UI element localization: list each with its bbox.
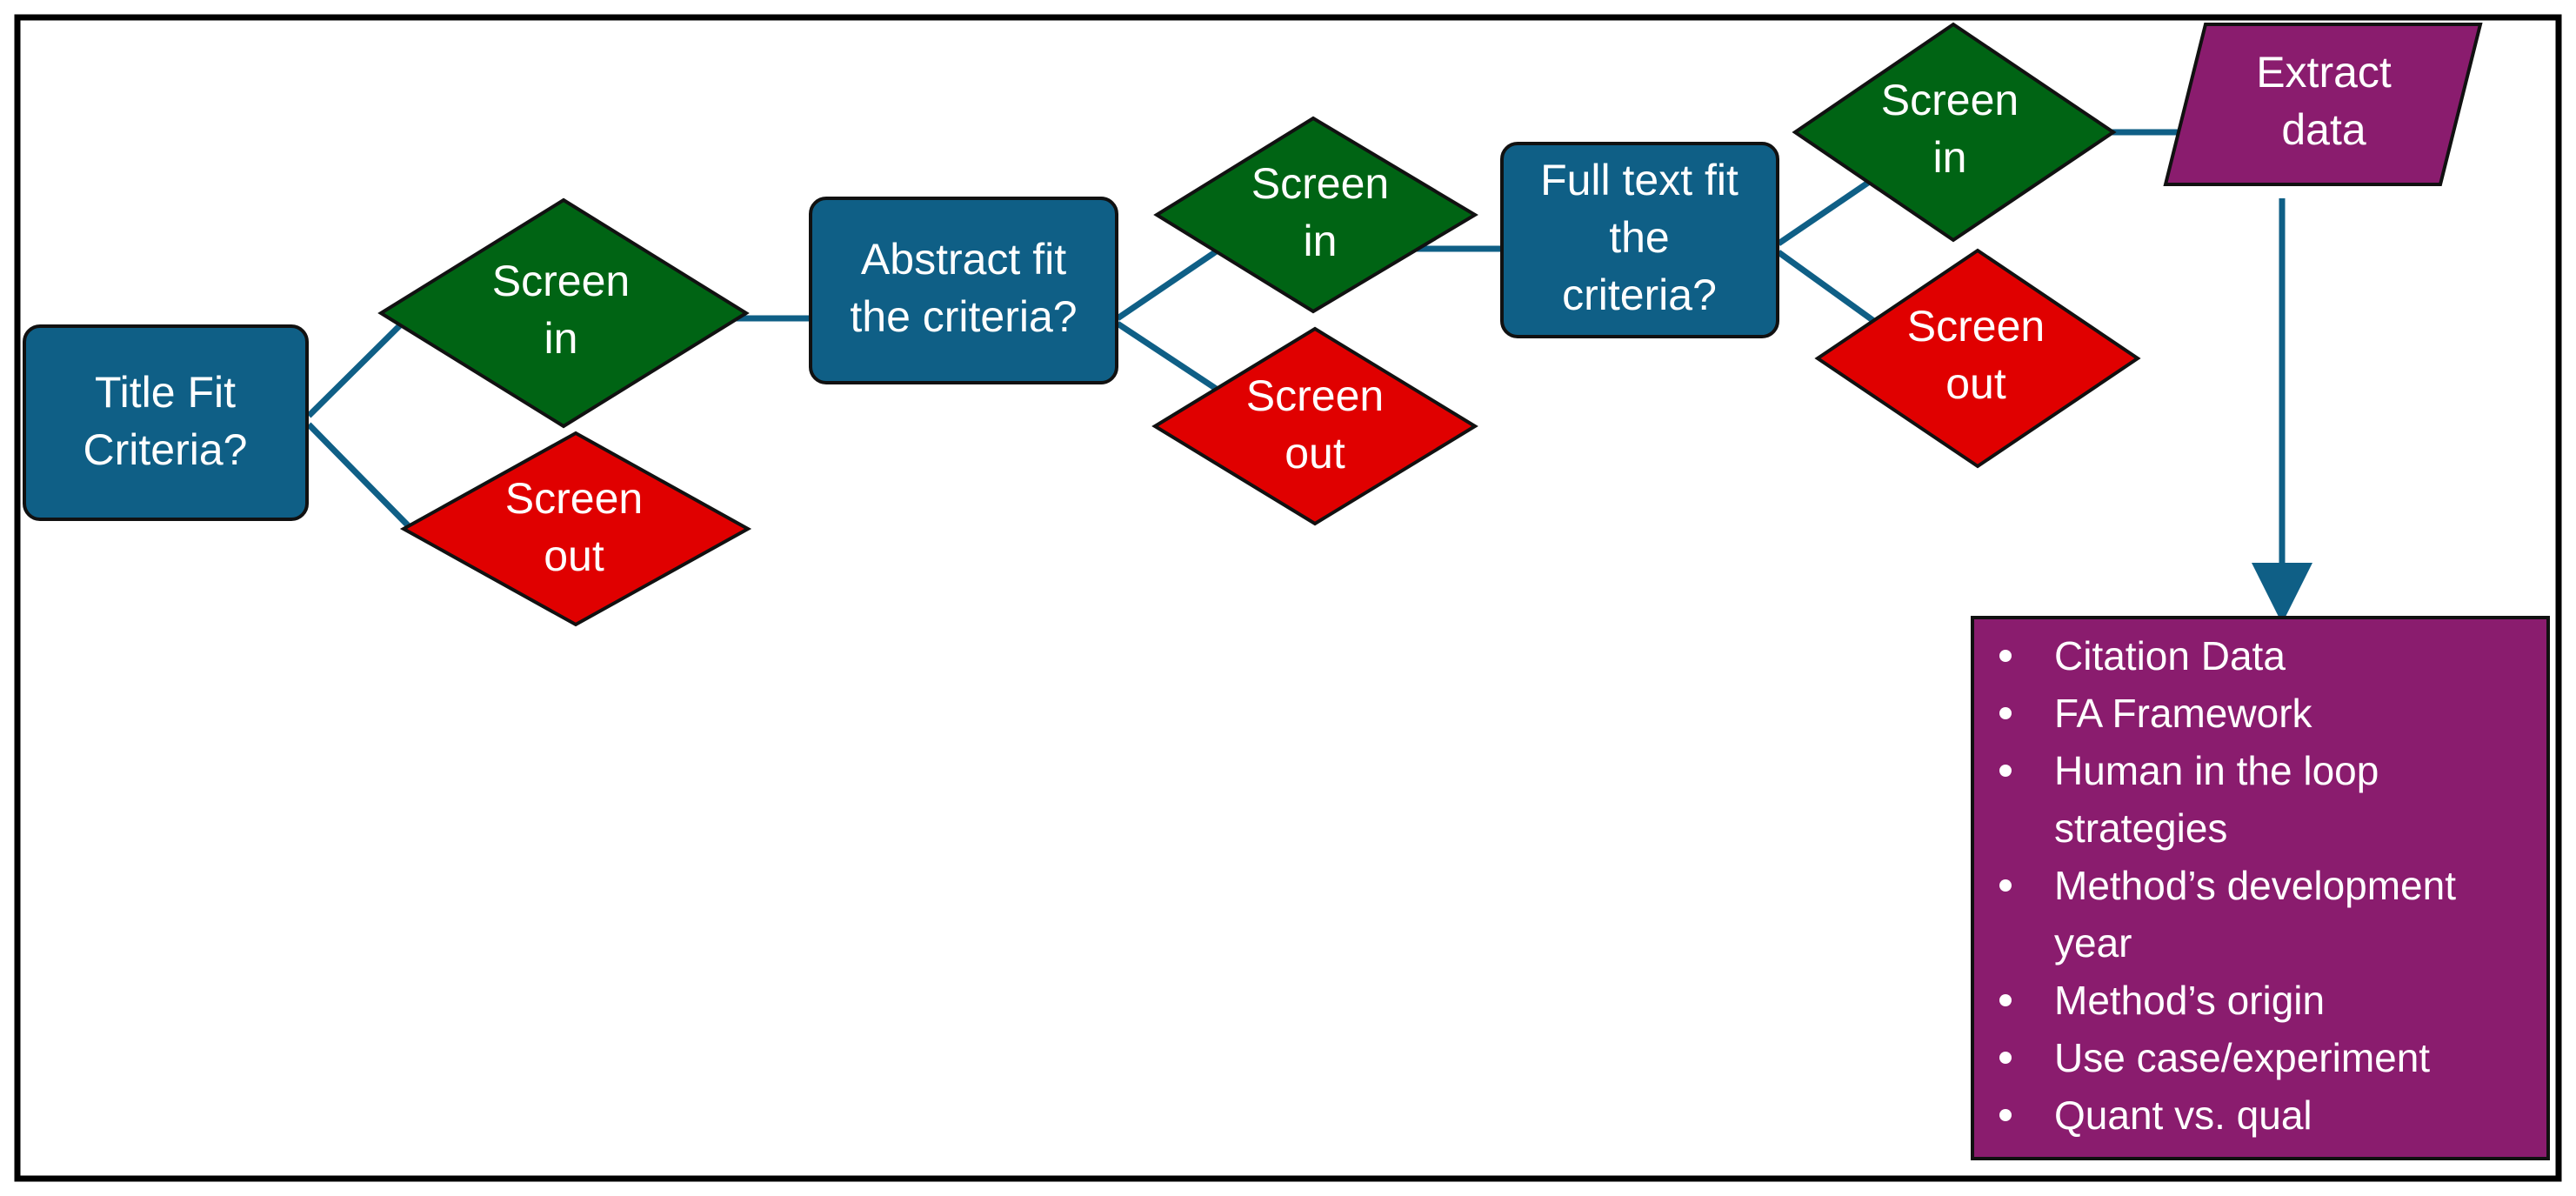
title-fit-box xyxy=(23,324,309,521)
bullet-dot xyxy=(1999,650,2012,662)
node-screen-in-1: Screen in xyxy=(377,197,750,429)
node-label-line: data xyxy=(2281,105,2366,154)
node-label-line: Criteria? xyxy=(83,425,248,474)
full-text-fit-box xyxy=(1500,142,1779,338)
node-full-text-fit: Full text fit the criteria? xyxy=(1500,142,1779,338)
screen-in-3-label: Screen in xyxy=(1881,76,2019,182)
connector-full-text-to-screen-in-3 xyxy=(1777,180,1870,246)
node-label-line: Screen xyxy=(1881,76,2019,124)
extract-list-item: Citation Data xyxy=(2054,633,2286,678)
screen-out-2-label: Screen out xyxy=(1246,371,1384,478)
bullet-dot xyxy=(1999,707,2012,719)
connector-abstract-to-screen-in-2 xyxy=(1116,248,1219,321)
connector-abstract-to-screen-out-2 xyxy=(1116,321,1219,392)
screen-in-3-diamond xyxy=(1792,22,2117,243)
node-label-line: out xyxy=(1285,429,1345,478)
full-text-fit-label: Full text fit the criteria? xyxy=(1540,156,1738,319)
node-label-line: in xyxy=(1304,217,1338,265)
abstract-fit-label: Abstract fit the criteria? xyxy=(850,235,1077,341)
extract-list-item: Human in the loop xyxy=(2054,748,2379,793)
screen-out-3-label: Screen out xyxy=(1907,302,2045,408)
screen-out-3-diamond xyxy=(1814,248,2141,469)
node-extract-data: Extract data xyxy=(2163,23,2483,186)
abstract-fit-box xyxy=(809,197,1118,384)
extract-list-item: Method’s development xyxy=(2054,863,2456,908)
connector-title-to-screen-out-1 xyxy=(306,422,411,529)
node-label-line: Screen xyxy=(492,257,630,305)
node-label-line: Abstract fit xyxy=(861,235,1066,284)
bullet-dot xyxy=(1999,879,2012,892)
extract-data-label: Extract data xyxy=(2256,48,2392,154)
node-label-line: in xyxy=(1933,133,1967,182)
extract-data-parallelogram xyxy=(2163,23,2483,186)
node-label-line: Screen xyxy=(1251,159,1389,208)
screen-in-2-diamond xyxy=(1153,116,1478,314)
extract-list-item: Method’s origin xyxy=(2054,978,2325,1023)
screen-out-1-label: Screen out xyxy=(505,474,643,580)
node-label-line: in xyxy=(544,314,578,363)
bullet-dot xyxy=(1999,1109,2012,1121)
node-label-line: the xyxy=(1609,213,1670,262)
node-screen-in-2: Screen in xyxy=(1153,116,1478,314)
node-label-line: the criteria? xyxy=(850,292,1077,341)
extract-list-item: Quant vs. qual xyxy=(2054,1092,2312,1138)
screen-in-2-label: Screen in xyxy=(1251,159,1389,265)
extract-list-item: strategies xyxy=(2054,805,2227,851)
node-label-line: out xyxy=(1945,359,2006,408)
connector-full-text-to-screen-out-3 xyxy=(1776,250,1878,324)
extract-list-item: FA Framework xyxy=(2054,691,2313,736)
connector-title-to-screen-in-1 xyxy=(306,321,404,418)
node-label-line: Screen xyxy=(505,474,643,523)
screen-out-1-diamond xyxy=(399,431,752,627)
screen-out-2-diamond xyxy=(1151,326,1478,526)
node-label-line: Extract xyxy=(2256,48,2392,97)
node-screen-in-3: Screen in xyxy=(1792,22,2117,243)
screen-in-1-diamond xyxy=(377,197,750,429)
bullet-dot xyxy=(1999,994,2012,1006)
bullet-dot xyxy=(1999,1052,2012,1064)
extract-list-item: year xyxy=(2054,920,2132,965)
node-screen-out-2: Screen out xyxy=(1151,326,1478,526)
node-label-line: Screen xyxy=(1907,302,2045,351)
node-label-line: criteria? xyxy=(1562,271,1717,319)
screen-in-1-label: Screen in xyxy=(492,257,630,363)
bullet-dot xyxy=(1999,765,2012,777)
node-label-line: Full text fit xyxy=(1540,156,1738,204)
connectors xyxy=(306,129,2312,624)
extract-list-background xyxy=(1971,616,2550,1160)
node-abstract-fit: Abstract fit the criteria? xyxy=(809,197,1118,384)
node-screen-out-3: Screen out xyxy=(1814,248,2141,469)
extract-list-item: Use case/experiment xyxy=(2054,1035,2430,1080)
node-label-line: out xyxy=(544,531,604,580)
node-screen-out-1: Screen out xyxy=(399,431,752,627)
node-label-line: Title Fit xyxy=(95,368,236,417)
node-label-line: Screen xyxy=(1246,371,1384,420)
